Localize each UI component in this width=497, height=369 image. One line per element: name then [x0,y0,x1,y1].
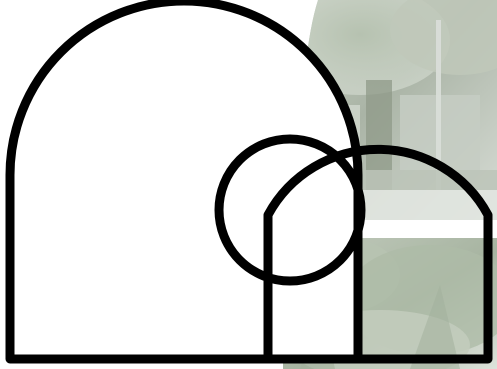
left-arch-outline [10,1,358,359]
